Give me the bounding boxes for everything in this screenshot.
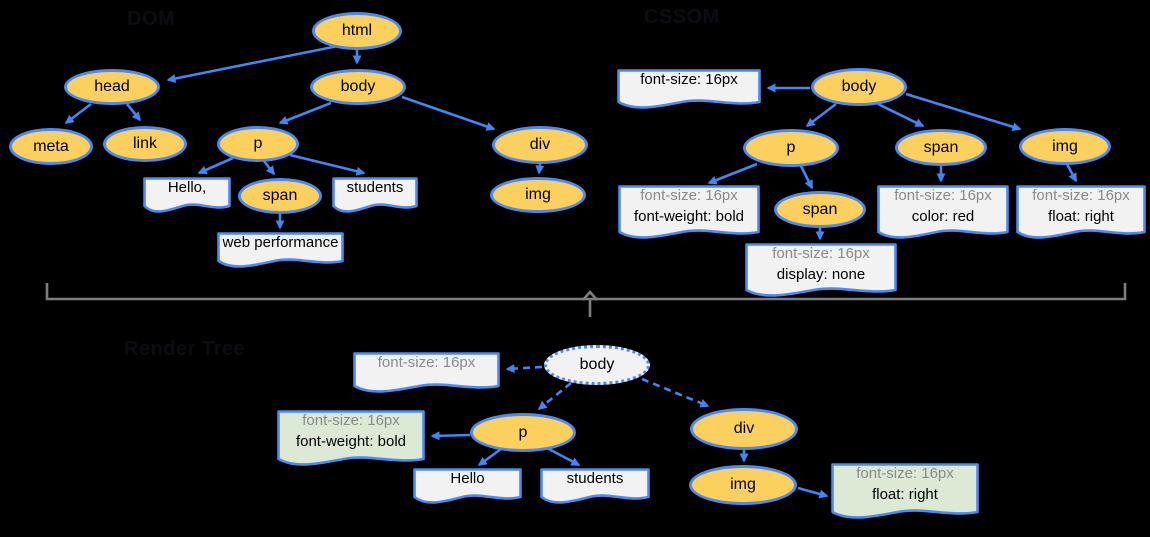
dom-node-link: link [103, 126, 187, 162]
render-stylebox-body: font-size: 16px [353, 352, 500, 393]
dom-node-span: span [238, 178, 322, 214]
cssom-node-p: p [743, 129, 839, 167]
dom-tree-label: DOM [127, 8, 176, 30]
dom-textbox-students: students [332, 177, 418, 213]
cssom-stylebox-span: font-size: 16px color: red [877, 185, 1009, 239]
dom-node-div: div [492, 126, 588, 164]
dom-node-img: img [490, 177, 586, 213]
arrow-div-img [535, 163, 545, 175]
arrow-p-hello [197, 156, 234, 175]
arrow-p-span [262, 160, 276, 176]
render-node-div: div [690, 408, 798, 450]
merge-brace [45, 283, 1127, 301]
arrow-html-head [166, 44, 339, 83]
arrow-cssom-p-span [799, 165, 814, 190]
render-node-img: img [689, 465, 797, 505]
arrow-cssom-body-p [805, 102, 837, 128]
dom-textbox-hello: Hello, [143, 177, 231, 213]
arrow-cssom-body-img [905, 92, 1022, 132]
arrow-head-link [125, 103, 142, 122]
arrow-render-img-style [797, 486, 829, 499]
render-textbox-hello: Hello [413, 468, 522, 504]
arrow-cssom-p-style [707, 162, 758, 185]
arrow-p-students [289, 153, 366, 176]
dom-textbox-webperformance: web performance [217, 232, 344, 268]
dom-node-meta: meta [9, 128, 93, 165]
render-tree-label: Render Tree [124, 338, 246, 360]
arrow-render-body-style [505, 364, 543, 374]
dom-node-body: body [310, 69, 406, 105]
arrow-body-div [401, 95, 496, 131]
dom-node-html: html [312, 12, 402, 50]
cssom-node-body: body [811, 68, 907, 106]
render-textbox-students: students [540, 468, 650, 504]
cssom-node-span-child: span [774, 191, 866, 228]
dom-node-head: head [64, 69, 160, 105]
cssom-tree-label: CSSOM [644, 6, 720, 28]
cssom-stylebox-body: font-size: 16px [617, 69, 761, 109]
arrow-head-meta [64, 102, 92, 125]
render-node-body: body [544, 345, 650, 385]
arrow-body-p [278, 101, 332, 125]
merge-brace-peak [582, 290, 598, 301]
render-stylebox-p: font-size: 16px font-weight: bold [277, 410, 425, 466]
arrow-cssom-img-style [1065, 163, 1078, 183]
render-stylebox-img: font-size: 16px float: right [831, 463, 979, 519]
arrow-cssom-body-span [877, 102, 925, 128]
cssom-stylebox-span-child: font-size: 16px display: none [745, 243, 897, 297]
render-node-p: p [470, 413, 576, 452]
dom-node-p: p [217, 126, 299, 162]
cssom-stylebox-img: font-size: 16px float: right [1016, 185, 1146, 239]
arrow-render-p-students [546, 446, 581, 467]
cssom-stylebox-p: font-size: 16px font-weight: bold [618, 185, 760, 239]
cssom-node-img: img [1019, 128, 1111, 165]
arrow-render-body-p [537, 381, 572, 411]
cssom-node-span: span [895, 129, 987, 166]
arrow-render-p-style [430, 431, 471, 441]
arrow-render-body-div [641, 377, 710, 408]
arrow-render-p-hello [477, 447, 502, 467]
